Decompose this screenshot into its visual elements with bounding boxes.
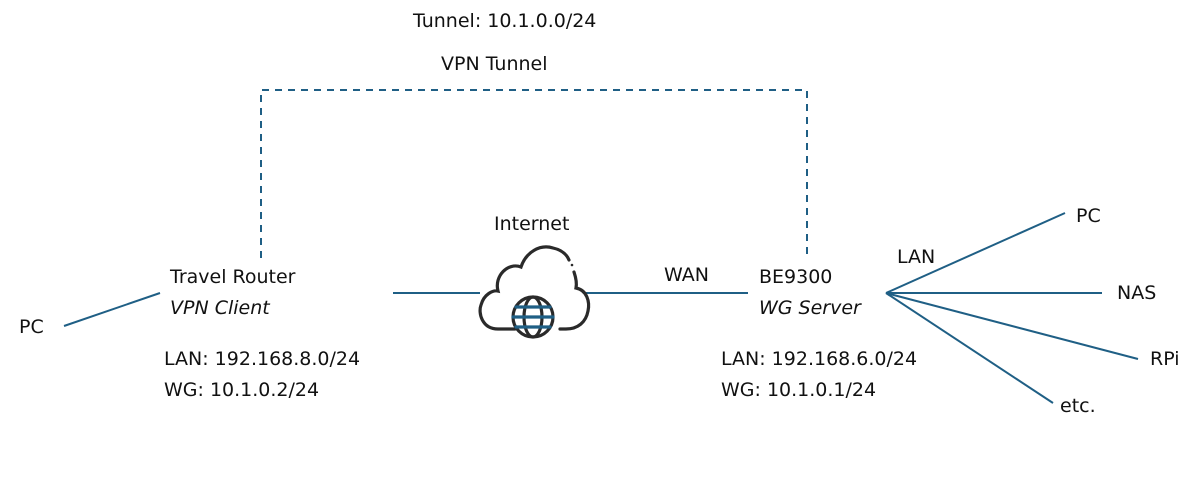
cloud-globe-icon: [478, 245, 591, 339]
lan-device-rpi: RPi: [1150, 348, 1180, 370]
tunnel-subnet-label: Tunnel: 10.1.0.0/24: [413, 10, 597, 32]
server-name: BE9300: [759, 266, 833, 288]
vpn-tunnel-label: VPN Tunnel: [441, 53, 548, 75]
lan-label: LAN: [897, 246, 936, 268]
travel-router-role: VPN Client: [170, 297, 270, 319]
vpn-tunnel-line: [260, 89, 808, 258]
lan-link-etc: [885, 292, 1054, 404]
client-wg-address: WG: 10.1.0.2/24: [164, 379, 320, 401]
lan-device-nas: NAS: [1117, 282, 1157, 304]
client-pc-link: [63, 292, 161, 327]
travel-router-name: Travel Router: [170, 266, 296, 288]
lan-device-etc: etc.: [1060, 395, 1096, 417]
client-lan-subnet: LAN: 192.168.8.0/24: [164, 348, 361, 370]
lan-link-rpi: [885, 292, 1139, 360]
server-lan-subnet: LAN: 192.168.6.0/24: [721, 348, 918, 370]
client-pc-label: PC: [19, 316, 44, 338]
internet-label: Internet: [494, 213, 570, 235]
wan-label: WAN: [664, 264, 709, 286]
server-role: WG Server: [759, 297, 861, 319]
lan-link-pc: [885, 212, 1066, 294]
lan-device-pc: PC: [1076, 205, 1101, 227]
server-wg-address: WG: 10.1.0.1/24: [721, 379, 877, 401]
lan-links: [885, 212, 1139, 404]
